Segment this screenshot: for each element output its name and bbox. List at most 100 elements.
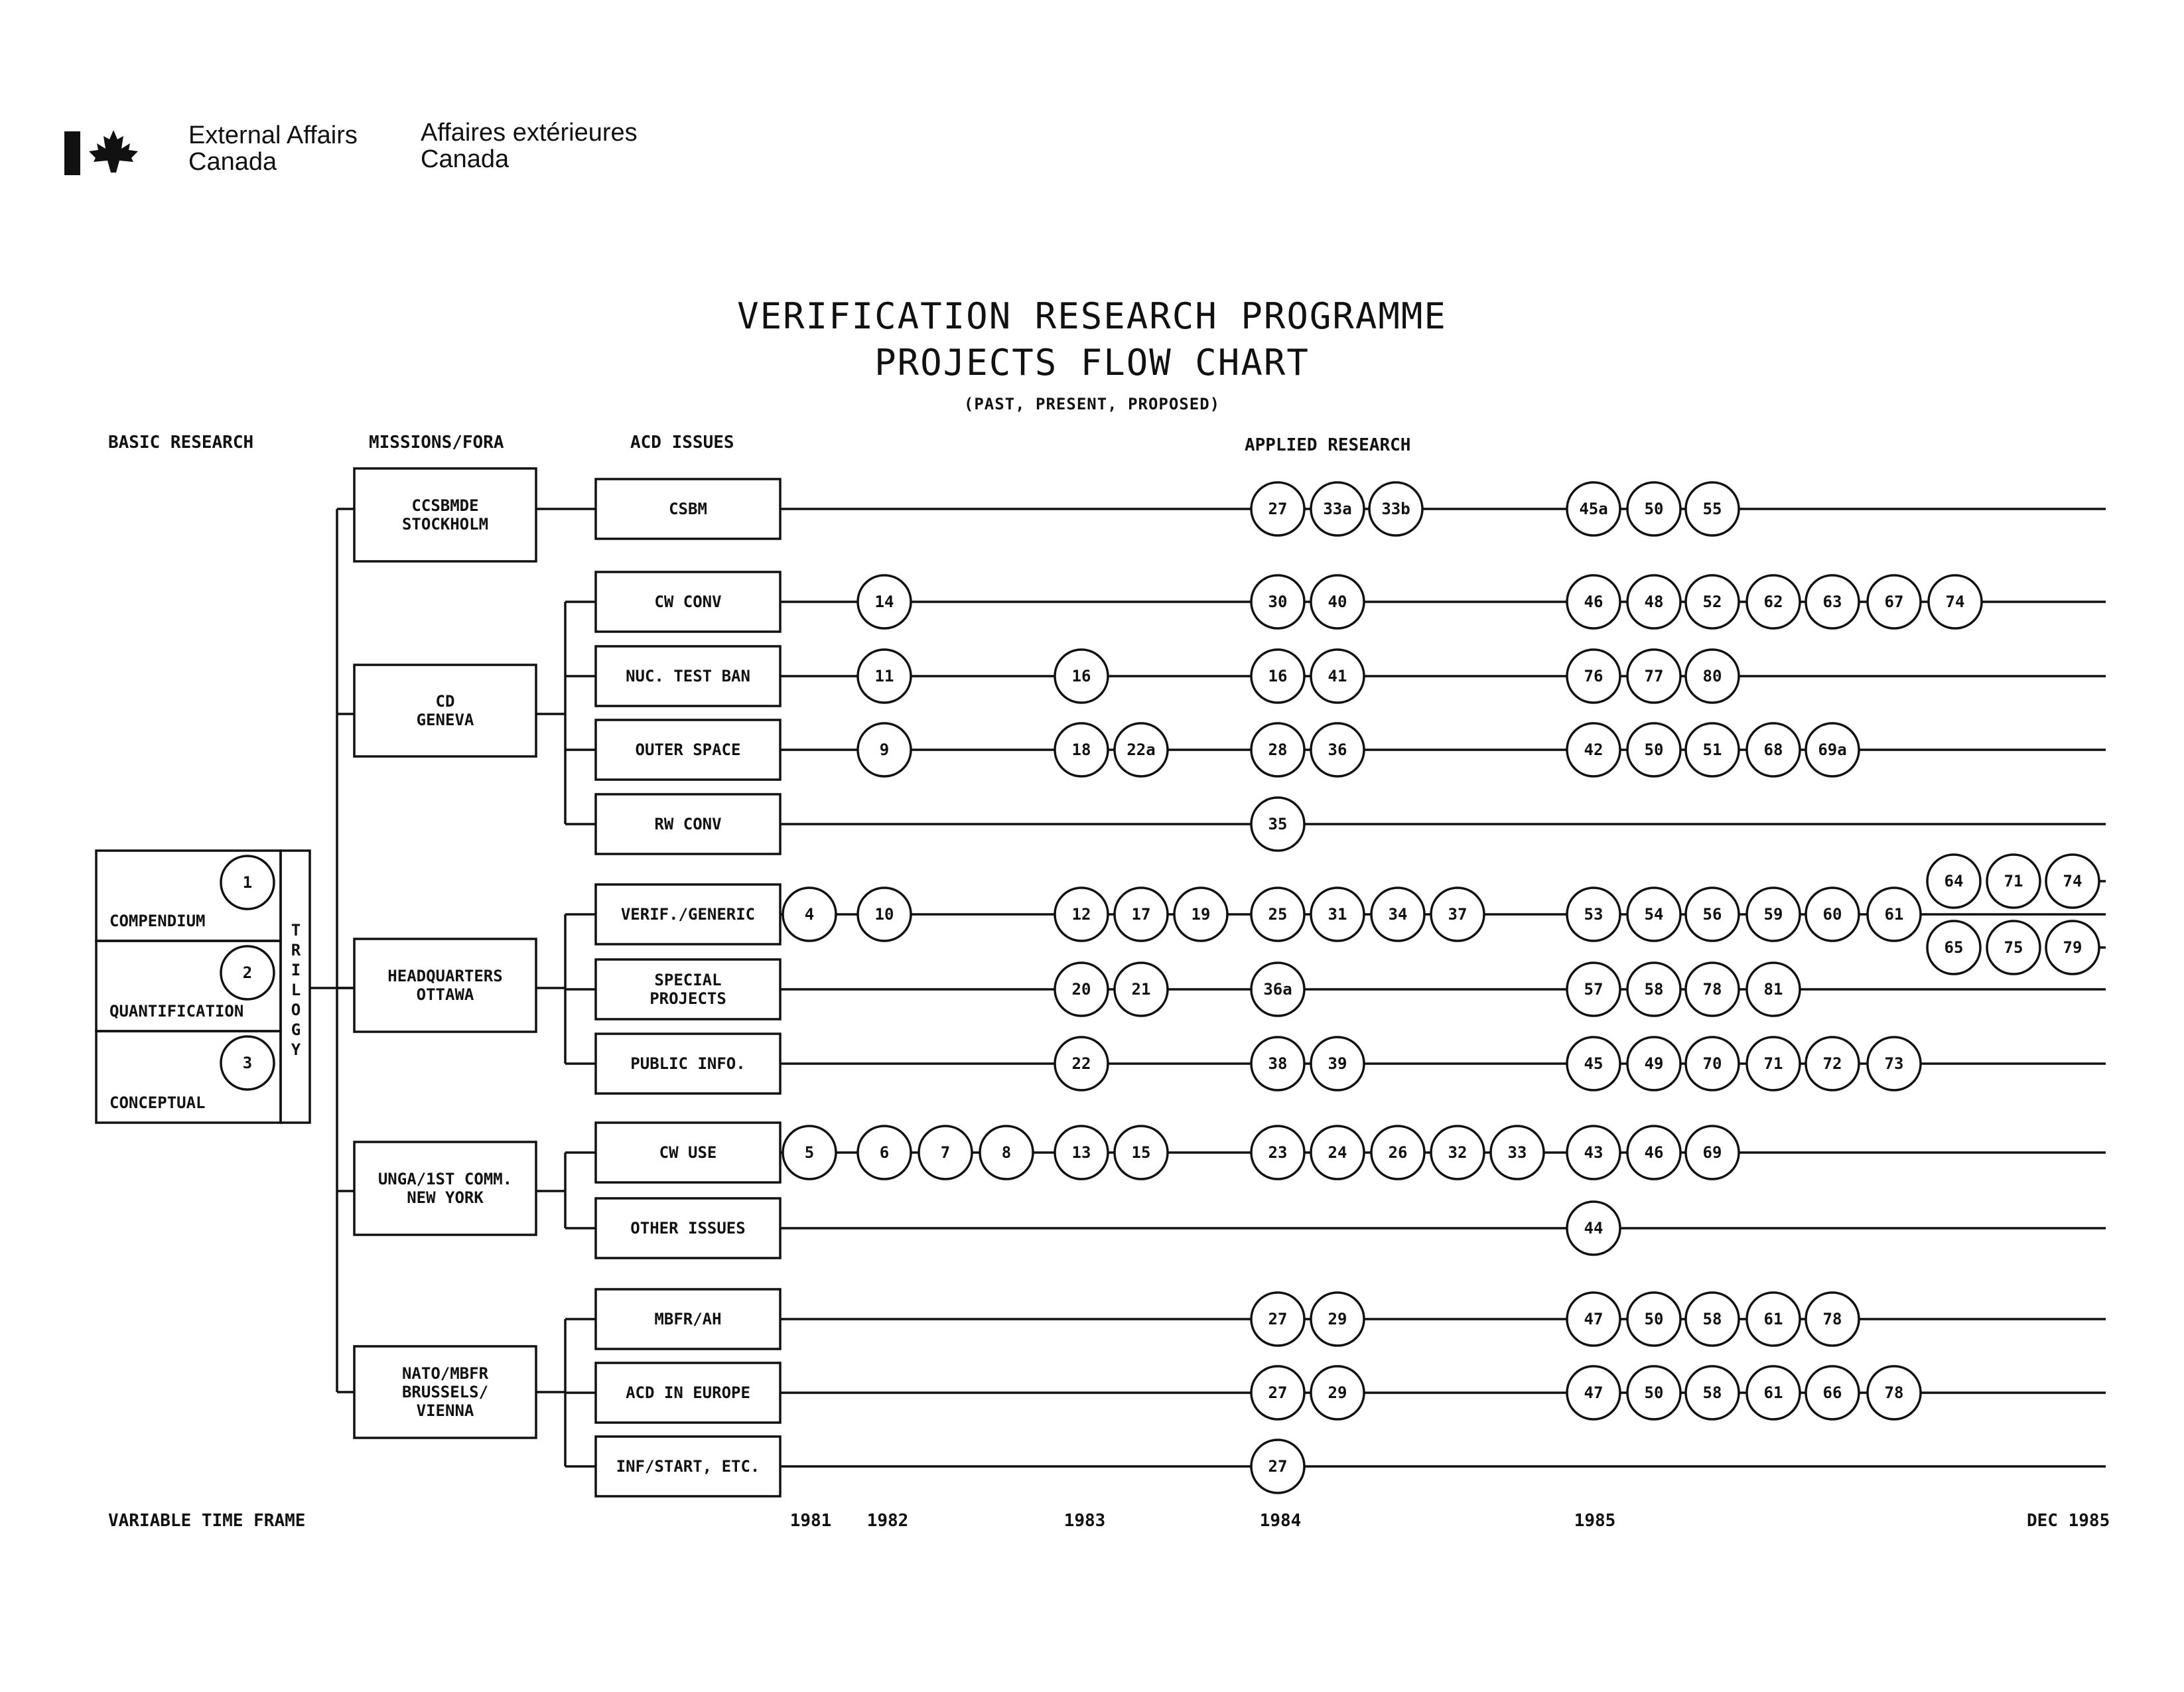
project-circle [1310,886,1365,942]
department-fr-line1: Affaires extérieures [421,119,638,147]
project-number: 74 [2063,872,2082,890]
project-circle [1250,796,1306,852]
issue-label: PUBLIC INFO. [630,1054,745,1073]
issue-box [594,958,782,1021]
project-number: 36 [1328,740,1347,759]
project-circle [856,574,912,630]
issue-label: SPECIAL [654,971,721,989]
project-number: 59 [1764,905,1783,924]
project-circle [1430,1125,1485,1180]
issue-box [594,793,782,855]
project-number: 30 [1268,593,1288,611]
project-circle [1927,574,1983,630]
project-circle [1626,961,1682,1017]
project-circle [220,1035,275,1091]
project-circle [1626,648,1682,704]
issue-label: VERIF./GENERIC [621,905,755,924]
issue-box [594,719,782,781]
mission-box [353,938,537,1033]
project-number: 49 [1645,1054,1664,1073]
project-circle [1250,1036,1306,1092]
mission-label: VIENNA [417,1401,474,1420]
project-circle [1805,886,1860,942]
project-circle [1173,886,1229,942]
basic-research-label: CONCEPTUAL [109,1093,206,1112]
mission-box [353,1141,537,1236]
mission-box [353,664,537,758]
project-circle [1566,961,1621,1017]
project-number: 53 [1584,905,1604,924]
issue-label: INF/START, ETC. [616,1457,760,1476]
project-circle [1250,481,1306,537]
project-number: 15 [1132,1143,1151,1162]
project-circle [1684,1291,1740,1347]
project-number: 48 [1645,593,1664,611]
project-circle [1566,1200,1621,1256]
issue-label: CSBM [669,500,707,518]
missions-fora-header: MISSIONS/FORA [369,433,504,453]
project-number: 78 [1885,1383,1904,1402]
mission-label: STOCKHOLM [402,515,488,533]
project-number: 38 [1268,1054,1288,1073]
project-circle [1805,1291,1860,1347]
issue-box [594,1197,782,1259]
project-number: 27 [1268,500,1288,518]
project-circle [1250,574,1306,630]
project-circle [1926,920,1982,975]
project-circle [1866,886,1922,942]
project-circle [1805,574,1860,630]
project-circle [856,1125,912,1180]
project-number: 17 [1132,905,1151,924]
project-circle [1566,574,1621,630]
project-circle [1745,574,1801,630]
project-circle [1626,1365,1682,1421]
mission-label: CCSBMDE [411,496,478,515]
project-circle [1566,1125,1621,1180]
project-circle [1566,1365,1621,1421]
basic-research-header: BASIC RESEARCH [108,433,253,453]
project-number: 11 [875,667,894,685]
project-number: 37 [1448,905,1467,924]
basic-research-label: QUANTIFICATION [109,1002,243,1021]
project-number: 76 [1584,667,1604,685]
project-circle [1684,1036,1740,1092]
project-circle [1566,481,1621,537]
project-number: 12 [1072,905,1091,924]
project-circle [1866,574,1922,630]
project-circle [1986,920,2041,975]
mission-label: HEADQUARTERS [387,967,502,985]
project-number: 79 [2063,938,2082,957]
project-circle [918,1125,973,1180]
project-number: 64 [1945,872,1964,890]
project-number: 20 [1072,980,1091,999]
project-number: 45 [1584,1054,1604,1073]
project-number: 23 [1268,1143,1288,1162]
timeline-year-label: 1985 [1574,1511,1616,1531]
issue-label: OTHER ISSUES [630,1219,745,1237]
project-circle [1250,648,1306,704]
project-circle [1805,722,1860,778]
project-number: 57 [1584,980,1604,999]
trilogy-letter: L [291,981,301,999]
mission-label: NATO/MBFR [402,1364,489,1383]
department-en-line1: External Affairs [188,121,358,149]
project-number: 69 [1703,1143,1722,1162]
project-circle [1310,722,1365,778]
project-number: 10 [875,905,894,924]
department-name-french: Affaires extérieures Canada [421,119,638,173]
project-circle [1370,1125,1426,1180]
project-circle [1745,1291,1801,1347]
department-en-line2: Canada [188,148,277,176]
project-circle [1113,722,1169,778]
project-number: 45a [1579,500,1607,518]
project-number: 46 [1645,1143,1664,1162]
project-circle [1054,886,1109,942]
department-name-english: External Affairs Canada [188,122,358,175]
department-fr-line2: Canada [421,145,510,173]
project-number: 39 [1328,1054,1347,1073]
project-number: 71 [1764,1054,1783,1073]
variable-time-frame-label: VARIABLE TIME FRAME [108,1511,305,1531]
project-circle [1310,1291,1365,1347]
